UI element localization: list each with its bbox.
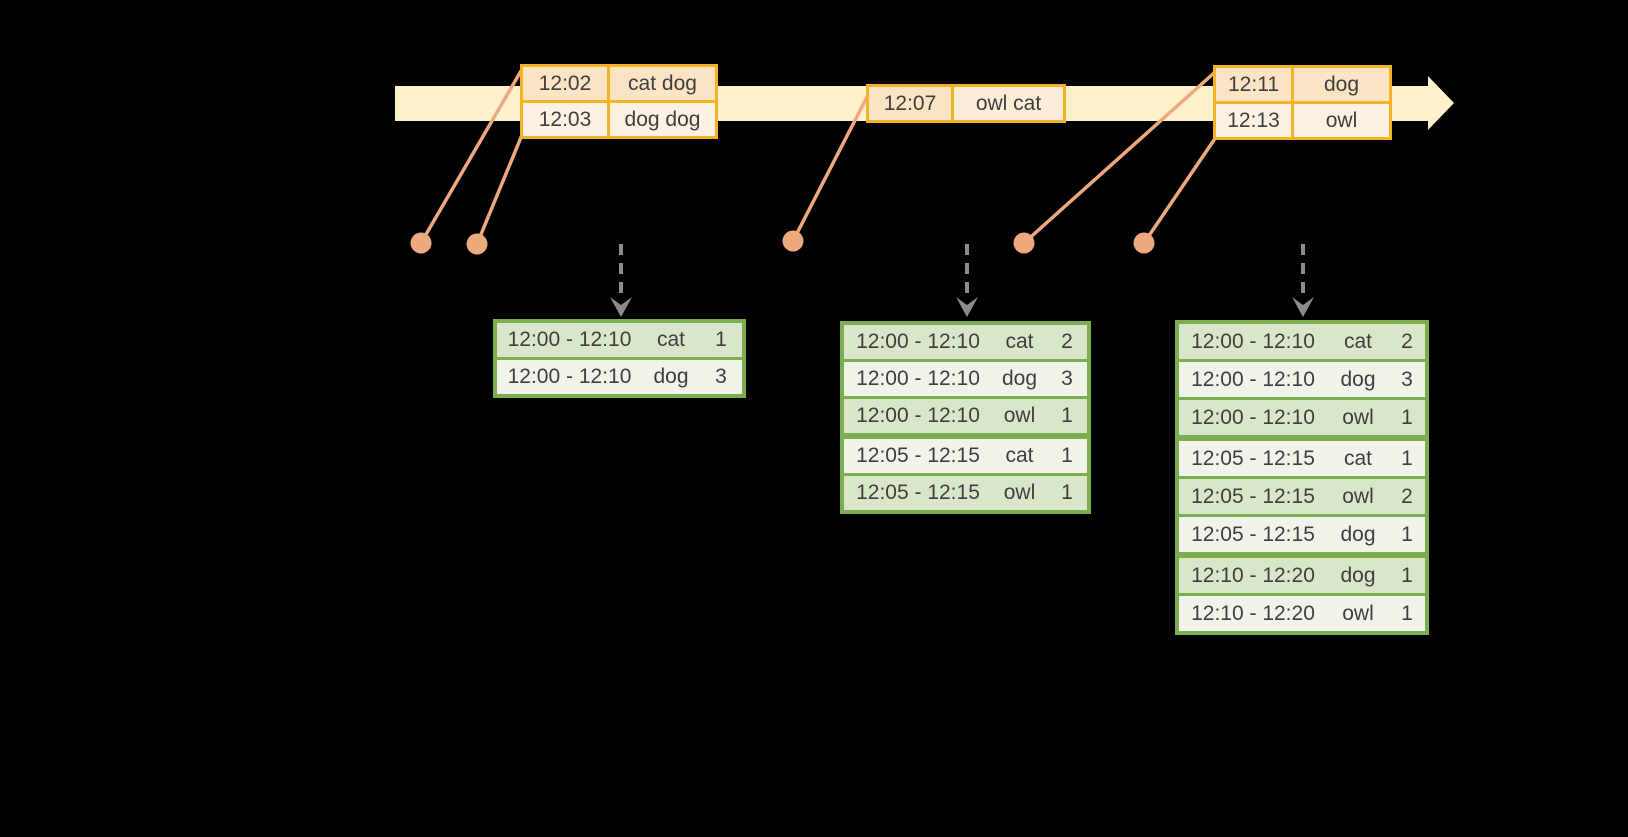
count-cell: 1	[1389, 558, 1425, 593]
event-time-cell: 12:11	[1216, 68, 1291, 101]
word-cell: owl	[992, 476, 1047, 510]
event-words-cell: dog	[1291, 68, 1389, 101]
word-cell: cat	[1327, 441, 1389, 476]
window-cell: 12:00 - 12:10	[497, 323, 642, 357]
event-time-dot	[1013, 232, 1035, 254]
window-cell: 12:10 - 12:20	[1179, 558, 1327, 593]
event-connector-line	[1022, 71, 1216, 245]
count-cell: 1	[1389, 441, 1425, 476]
trigger-arrow-icon	[1292, 244, 1314, 317]
window-cell: 12:10 - 12:20	[1179, 596, 1327, 631]
word-cell: owl	[1327, 479, 1389, 514]
event-connector-line	[791, 95, 869, 243]
event-words-cell: dog dog	[607, 103, 715, 136]
event-time-dot	[410, 232, 432, 254]
event-time-cell: 12:07	[869, 87, 951, 120]
event-time-cell: 12:13	[1216, 104, 1291, 137]
event-connector-line	[419, 69, 523, 245]
word-cell: cat	[992, 439, 1047, 473]
event-words-cell: owl cat	[951, 87, 1063, 120]
word-cell: owl	[992, 399, 1047, 433]
event-words-cell: owl	[1291, 104, 1389, 137]
word-cell: owl	[1327, 400, 1389, 435]
event-time-cell: 12:03	[523, 103, 607, 136]
event-time-dot	[1133, 232, 1155, 254]
window-cell: 12:00 - 12:10	[1179, 400, 1327, 435]
word-cell: cat	[1327, 324, 1389, 359]
count-cell: 1	[1389, 400, 1425, 435]
window-cell: 12:05 - 12:15	[844, 439, 992, 473]
count-cell: 1	[1047, 476, 1087, 510]
event-time-dot	[466, 233, 488, 255]
word-cell: dog	[1327, 558, 1389, 593]
word-cell: cat	[642, 323, 700, 357]
trigger-arrow-icon	[610, 244, 632, 317]
count-cell: 1	[1047, 439, 1087, 473]
window-cell: 12:05 - 12:15	[1179, 479, 1327, 514]
count-cell: 3	[700, 360, 742, 394]
word-cell: cat	[992, 325, 1047, 359]
word-cell: dog	[992, 362, 1047, 396]
word-cell: owl	[1327, 596, 1389, 631]
trigger-arrow-icon	[956, 244, 978, 317]
count-cell: 1	[1047, 399, 1087, 433]
event-words-cell: cat dog	[607, 67, 715, 100]
count-cell: 3	[1389, 362, 1425, 397]
window-cell: 12:05 - 12:15	[1179, 441, 1327, 476]
event-connector-line	[475, 133, 524, 246]
count-cell: 1	[700, 323, 742, 357]
timeline-arrowhead-icon	[1428, 76, 1454, 130]
count-cell: 3	[1047, 362, 1087, 396]
window-cell: 12:05 - 12:15	[1179, 517, 1327, 552]
window-cell: 12:00 - 12:10	[844, 399, 992, 433]
count-cell: 1	[1389, 517, 1425, 552]
count-cell: 2	[1389, 479, 1425, 514]
window-cell: 12:05 - 12:15	[844, 476, 992, 510]
window-cell: 12:00 - 12:10	[1179, 324, 1327, 359]
count-cell: 2	[1047, 325, 1087, 359]
word-cell: dog	[642, 360, 700, 394]
word-cell: dog	[1327, 362, 1389, 397]
event-time-dot	[782, 230, 804, 252]
word-cell: dog	[1327, 517, 1389, 552]
event-connector-line	[1142, 138, 1216, 245]
count-cell: 1	[1389, 596, 1425, 631]
window-cell: 12:00 - 12:10	[497, 360, 642, 394]
window-cell: 12:00 - 12:10	[844, 325, 992, 359]
window-cell: 12:00 - 12:10	[1179, 362, 1327, 397]
window-cell: 12:00 - 12:10	[844, 362, 992, 396]
count-cell: 2	[1389, 324, 1425, 359]
event-time-cell: 12:02	[523, 67, 607, 100]
